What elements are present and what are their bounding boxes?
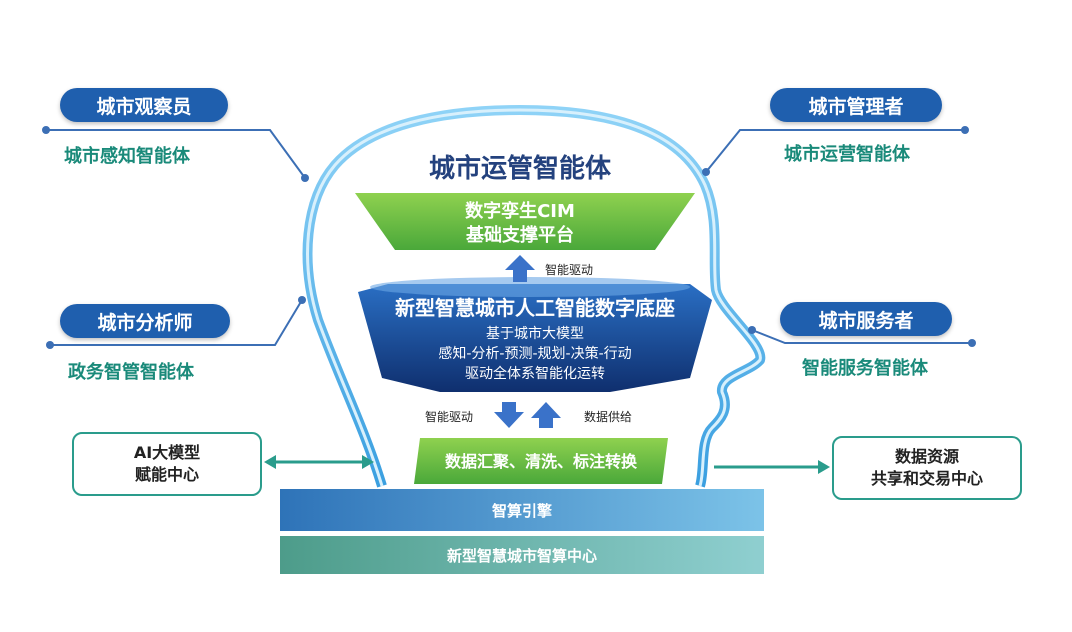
cim-line1: 数字孪生CIM [465,201,575,222]
role-observer-pill: 城市观察员 [60,88,228,122]
role-observer-agent: 城市感知智能体 [64,146,190,167]
cim-platform-text: 数字孪生CIM 基础支撑平台 [330,200,710,248]
compute-engine-bar [280,489,764,531]
role-analyst-pill: 城市分析师 [60,304,230,338]
data-band-text: 数据汇聚、清洗、标注转换 [444,452,637,471]
base-description: 基于城市大模型 感知-分析-预测-规划-决策-行动 驱动全体系智能化运转 [380,324,690,384]
data-resource-box: 数据资源 共享和交易中心 [832,436,1022,500]
label-drive-top: 智能驱动 [545,263,594,277]
compute-center-bar [280,536,764,574]
data-box-line1: 数据资源 [894,447,959,466]
role-observer-title: 城市观察员 [96,95,192,118]
label-drive-bottom: 智能驱动 [425,410,474,424]
role-manager-pill: 城市管理者 [770,88,942,122]
compute-engine-label: 智算引擎 [491,501,552,520]
role-manager-agent: 城市运营智能体 [784,144,910,165]
base-line1: 基于城市大模型 [486,326,584,342]
role-analyst-agent: 政务智管智能体 [68,362,194,383]
role-servant-agent: 智能服务智能体 [802,358,928,379]
arrow-up-right [531,402,561,428]
arrow-right [714,460,830,474]
arrow-up-top [505,255,535,282]
ai-model-box: AI大模型 赋能中心 [72,432,262,496]
role-manager-title: 城市管理者 [808,95,904,118]
role-analyst-title: 城市分析师 [97,311,193,334]
data-box-line2: 共享和交易中心 [870,469,983,488]
ai-box-line2: 赋能中心 [134,465,199,484]
base-title: 新型智慧城市人工智能数字底座 [395,296,675,320]
role-servant-pill: 城市服务者 [780,302,952,336]
ai-base-shape [358,284,712,392]
arrow-left-double [264,455,374,469]
cim-platform-shape [355,193,695,250]
arrow-down-left [494,402,524,428]
cim-line2: 基础支撑平台 [466,225,574,246]
center-title: 城市运管智能体 [428,154,611,184]
ai-box-line1: AI大模型 [133,443,201,462]
base-line2: 感知-分析-预测-规划-决策-行动 [438,346,632,362]
compute-center-label: 新型智慧城市智算中心 [446,546,597,565]
base-line3: 驱动全体系智能化运转 [465,366,605,382]
role-servant-title: 城市服务者 [818,309,914,332]
data-band-shape [414,438,668,484]
label-data-supply: 数据供给 [584,410,633,424]
